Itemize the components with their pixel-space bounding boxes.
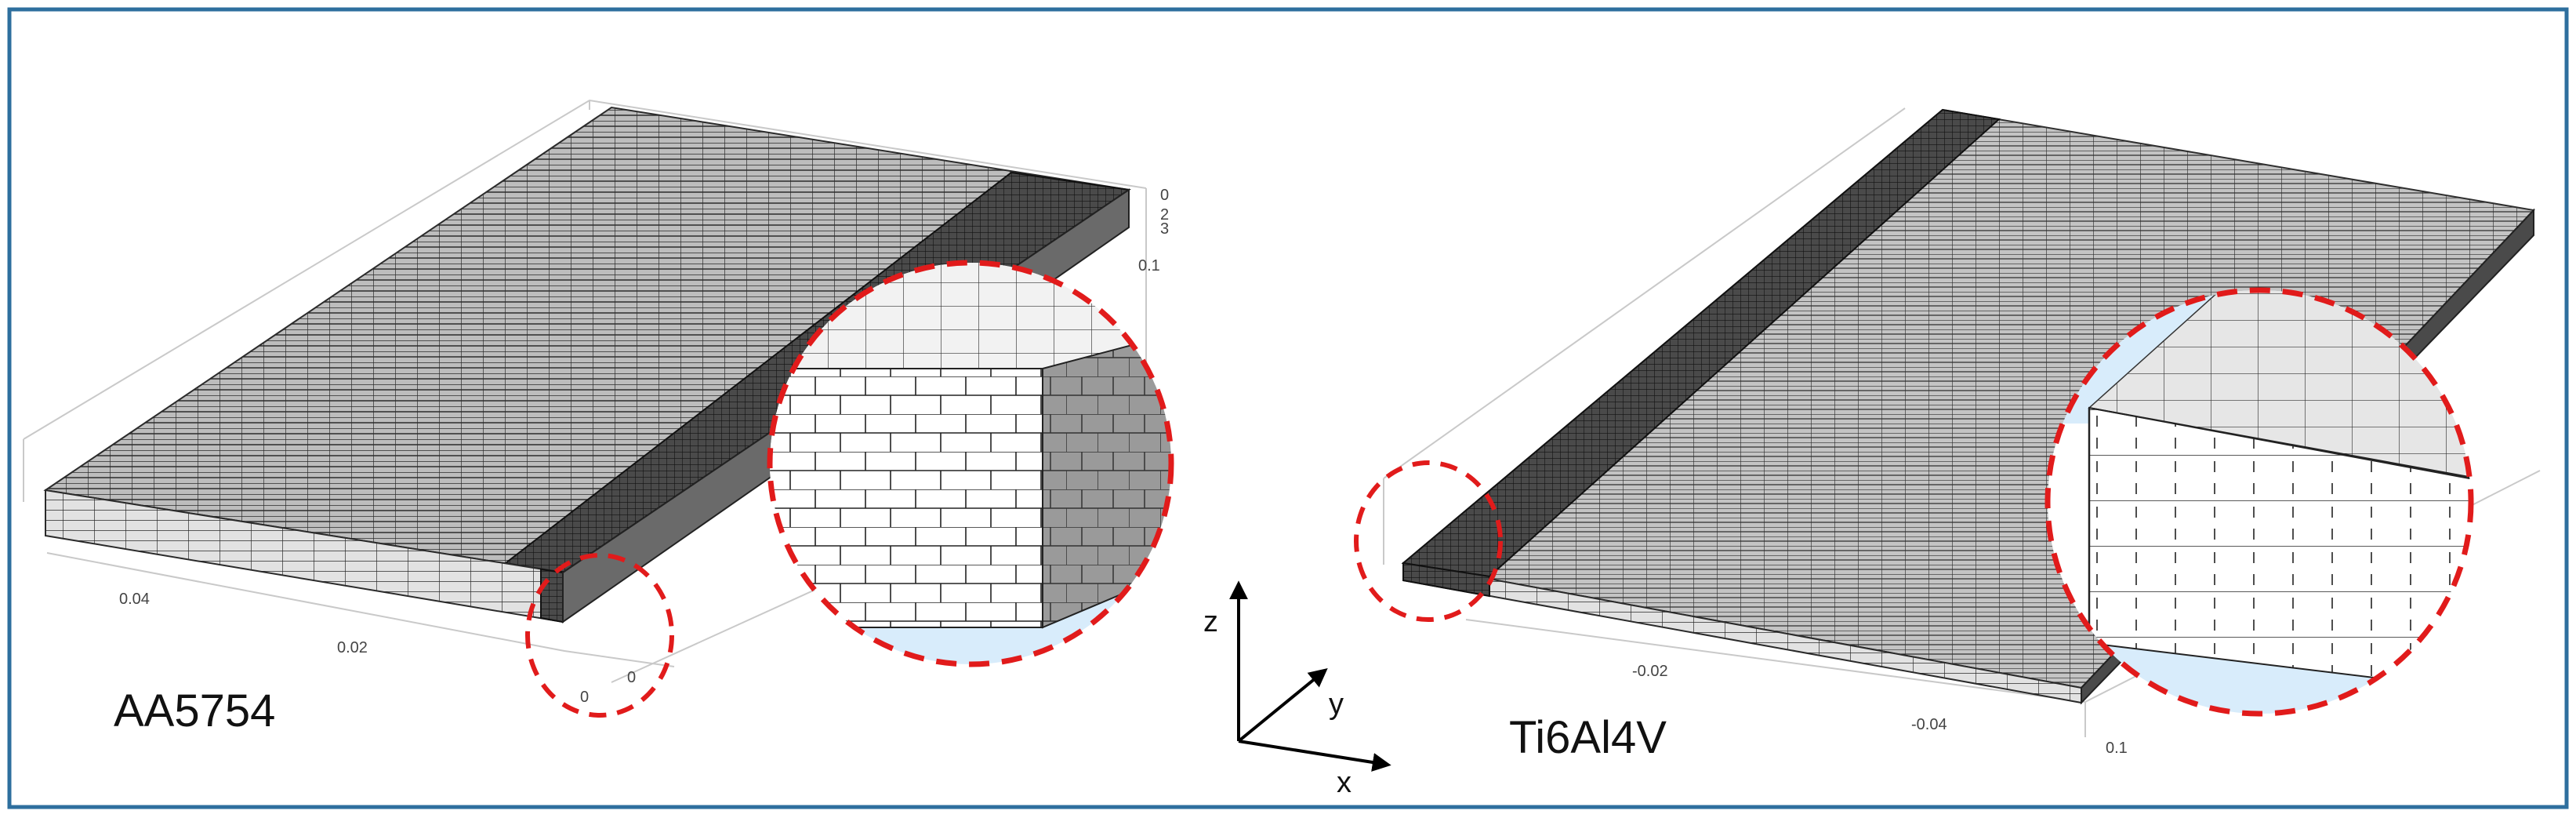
left-small-zoom-marker: [525, 553, 674, 718]
left-tick-0-x: 0: [580, 689, 589, 706]
x-axis-label: x: [1337, 766, 1351, 799]
right-plate-front-refined: [1402, 562, 1490, 598]
left-tick-0-02: 0.02: [337, 639, 368, 656]
axes-triad: [1229, 580, 1391, 772]
left-tick-z-2: 2: [1160, 206, 1169, 224]
left-tick-z-3: 3: [1160, 220, 1169, 238]
left-tick-0-y: 0: [627, 669, 636, 686]
right-tick-0-1: 0.1: [2106, 740, 2128, 757]
y-axis-arrow: [1237, 667, 1328, 743]
right-tick-neg-0-02: -0.02: [1632, 663, 1668, 680]
right-small-zoom-marker: [1354, 460, 1503, 622]
right-panel-label: Ti6Al4V: [1509, 712, 1667, 763]
left-panel-label: AA5754: [114, 685, 275, 736]
x-axis-arrow: [1238, 740, 1391, 772]
right-panel: -0.02 -0.04 0.1 Ti6Al4V: [1354, 107, 2541, 763]
left-plate-front-refined: [540, 568, 564, 623]
left-tick-0-04: 0.04: [119, 591, 150, 608]
left-tick-z-0: 0: [1160, 187, 1169, 204]
left-tick-0-1: 0.1: [1138, 257, 1160, 274]
y-axis-label: y: [1329, 688, 1344, 721]
right-tick-neg-0-04: -0.04: [1911, 716, 1947, 733]
left-zoom-circle: [767, 260, 1174, 667]
figure-frame: [7, 7, 2569, 809]
z-axis-label: z: [1203, 605, 1218, 638]
right-zoom-circle: [2044, 287, 2474, 717]
left-panel: 0.04 0.02 0 0 0.1 0 2 3 AA5754: [23, 99, 1174, 736]
